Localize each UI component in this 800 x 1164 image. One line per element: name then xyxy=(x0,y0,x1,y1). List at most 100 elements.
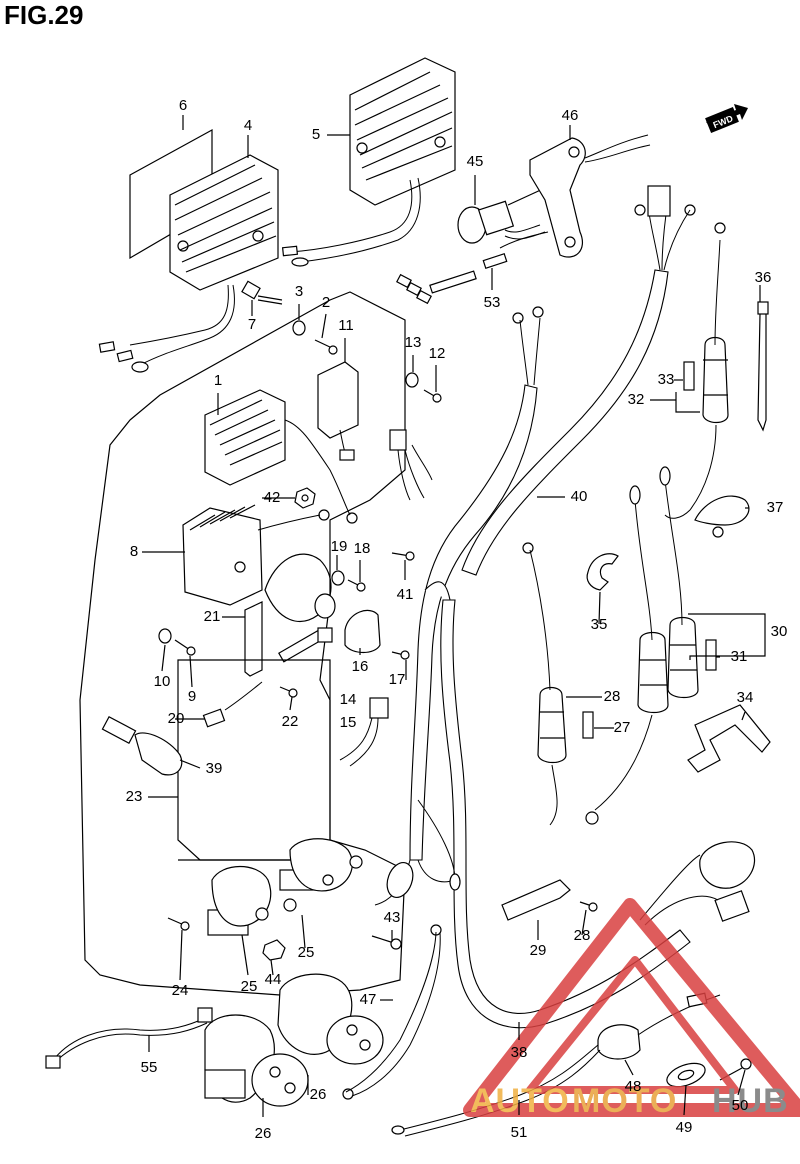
part-19-washer xyxy=(331,570,345,586)
figure-title: FIG.29 xyxy=(4,0,83,30)
part-5-rectifier xyxy=(281,57,456,267)
callout-38: 36 xyxy=(755,269,772,286)
callout-21: 21 xyxy=(204,608,221,625)
callout-49: 47 xyxy=(360,991,377,1008)
callout-26-upper: 26 xyxy=(310,1086,327,1103)
callout-55: 55 xyxy=(141,1059,158,1076)
callout-26-lower: 26 xyxy=(255,1125,272,1142)
autohub-watermark: AUTO MOTO HUB xyxy=(463,898,800,1120)
part-16-cap xyxy=(344,609,381,654)
callout-22: 22 xyxy=(282,713,299,730)
part-15-connector xyxy=(339,697,389,767)
callout-24: 24 xyxy=(172,982,189,999)
harness-branch-lower xyxy=(374,799,461,906)
callout-5: 5 xyxy=(312,126,320,143)
callout-44: 42 xyxy=(264,489,281,506)
callout-39: 37 xyxy=(767,499,784,516)
callout-45: 43 xyxy=(384,909,401,926)
part-3-washer xyxy=(292,320,306,336)
callout-19: 19 xyxy=(331,538,348,555)
part-45-screw xyxy=(371,935,402,950)
part-41-sensor xyxy=(101,715,183,776)
callout-34: 32 xyxy=(628,391,645,408)
callout-42: 40 xyxy=(571,488,588,505)
callout-3: 3 xyxy=(295,283,303,300)
callout-54: 53 xyxy=(484,294,501,311)
part-28-fuse-holder xyxy=(522,542,594,826)
callout-36: 34 xyxy=(737,689,754,706)
part-37-clamp xyxy=(586,553,619,591)
forward-arrow-icon: FWD xyxy=(705,104,748,134)
callout-14: 14 xyxy=(340,691,357,708)
callout-1: 1 xyxy=(214,372,222,389)
callout-8: 8 xyxy=(130,543,138,560)
part-10-washer xyxy=(158,628,172,644)
callout-9: 9 xyxy=(188,688,196,705)
callout-52: 50 xyxy=(732,1097,749,1114)
callout-4: 4 xyxy=(244,117,252,134)
part-25-relay-right xyxy=(279,838,363,892)
part-47-switch xyxy=(457,187,546,244)
callout-18: 18 xyxy=(354,540,371,557)
part-26-relay-lower xyxy=(204,1014,309,1107)
callout-53: 51 xyxy=(511,1124,528,1141)
part-23-box xyxy=(177,659,331,861)
part-31-bracket xyxy=(501,879,571,921)
part-13-washer xyxy=(405,372,419,388)
part-22-screw xyxy=(279,686,298,698)
part-27-connectors xyxy=(639,841,756,926)
callout-29: 27 xyxy=(614,719,631,736)
callout-32: 30 xyxy=(771,623,788,640)
callout-10: 10 xyxy=(154,673,171,690)
callout-33: 31 xyxy=(731,648,748,665)
callout-37: 35 xyxy=(591,616,608,633)
callout-15: 15 xyxy=(340,714,357,731)
part-24-screw xyxy=(167,917,190,931)
part-8-rectifier xyxy=(182,504,330,606)
callout-48: 46 xyxy=(562,107,579,124)
part-4-rectifier xyxy=(98,154,279,373)
part-54-connector xyxy=(396,231,549,305)
part-52-screw xyxy=(719,1058,752,1081)
part-42-main-harness xyxy=(409,185,696,861)
part-53-cable xyxy=(391,1044,601,1137)
part-32-fuse-holders xyxy=(585,466,717,825)
callout-20: 20 xyxy=(168,710,185,727)
part-17-screw xyxy=(391,650,410,660)
part-25-relay-left xyxy=(207,866,297,936)
part-11-unit xyxy=(317,361,359,461)
callout-46: 44 xyxy=(265,971,282,988)
part-21-bracket xyxy=(244,553,336,677)
callout-28: 28 xyxy=(604,688,621,705)
part-2-screw xyxy=(314,339,338,355)
callout-labels: 6 4 5 46 45 53 36 33 32 37 40 7 3 2 11 1… xyxy=(126,97,788,1142)
callout-31: 29 xyxy=(530,942,547,959)
part-43-connector xyxy=(389,429,433,561)
part-49-cable xyxy=(342,924,442,1100)
part-36-bracket xyxy=(687,704,771,773)
part-34-fuse-holder xyxy=(664,222,729,519)
callout-2: 2 xyxy=(322,294,330,311)
callout-43: 41 xyxy=(397,586,414,603)
part-30-screw xyxy=(579,901,598,912)
callout-12: 12 xyxy=(429,345,446,362)
part-12-screw xyxy=(423,389,442,403)
part-51-plate xyxy=(666,1062,706,1088)
callout-leaders xyxy=(142,115,766,1117)
part-9-screw xyxy=(174,639,196,656)
callout-47: 45 xyxy=(467,153,484,170)
electric-parts-plate xyxy=(79,291,406,996)
callout-35: 33 xyxy=(658,371,675,388)
callout-40: 38 xyxy=(511,1044,528,1061)
part-7-bolt xyxy=(241,280,283,305)
watermark-hub: HUB xyxy=(712,1082,789,1120)
callout-7: 7 xyxy=(248,316,256,333)
callout-51: 49 xyxy=(676,1119,693,1136)
part-26-relay-upper xyxy=(277,973,384,1065)
watermark-moto: MOTO xyxy=(572,1082,677,1120)
callout-13: 13 xyxy=(405,334,422,351)
part-55-cable xyxy=(45,1007,213,1069)
callout-25-right: 25 xyxy=(298,944,315,961)
